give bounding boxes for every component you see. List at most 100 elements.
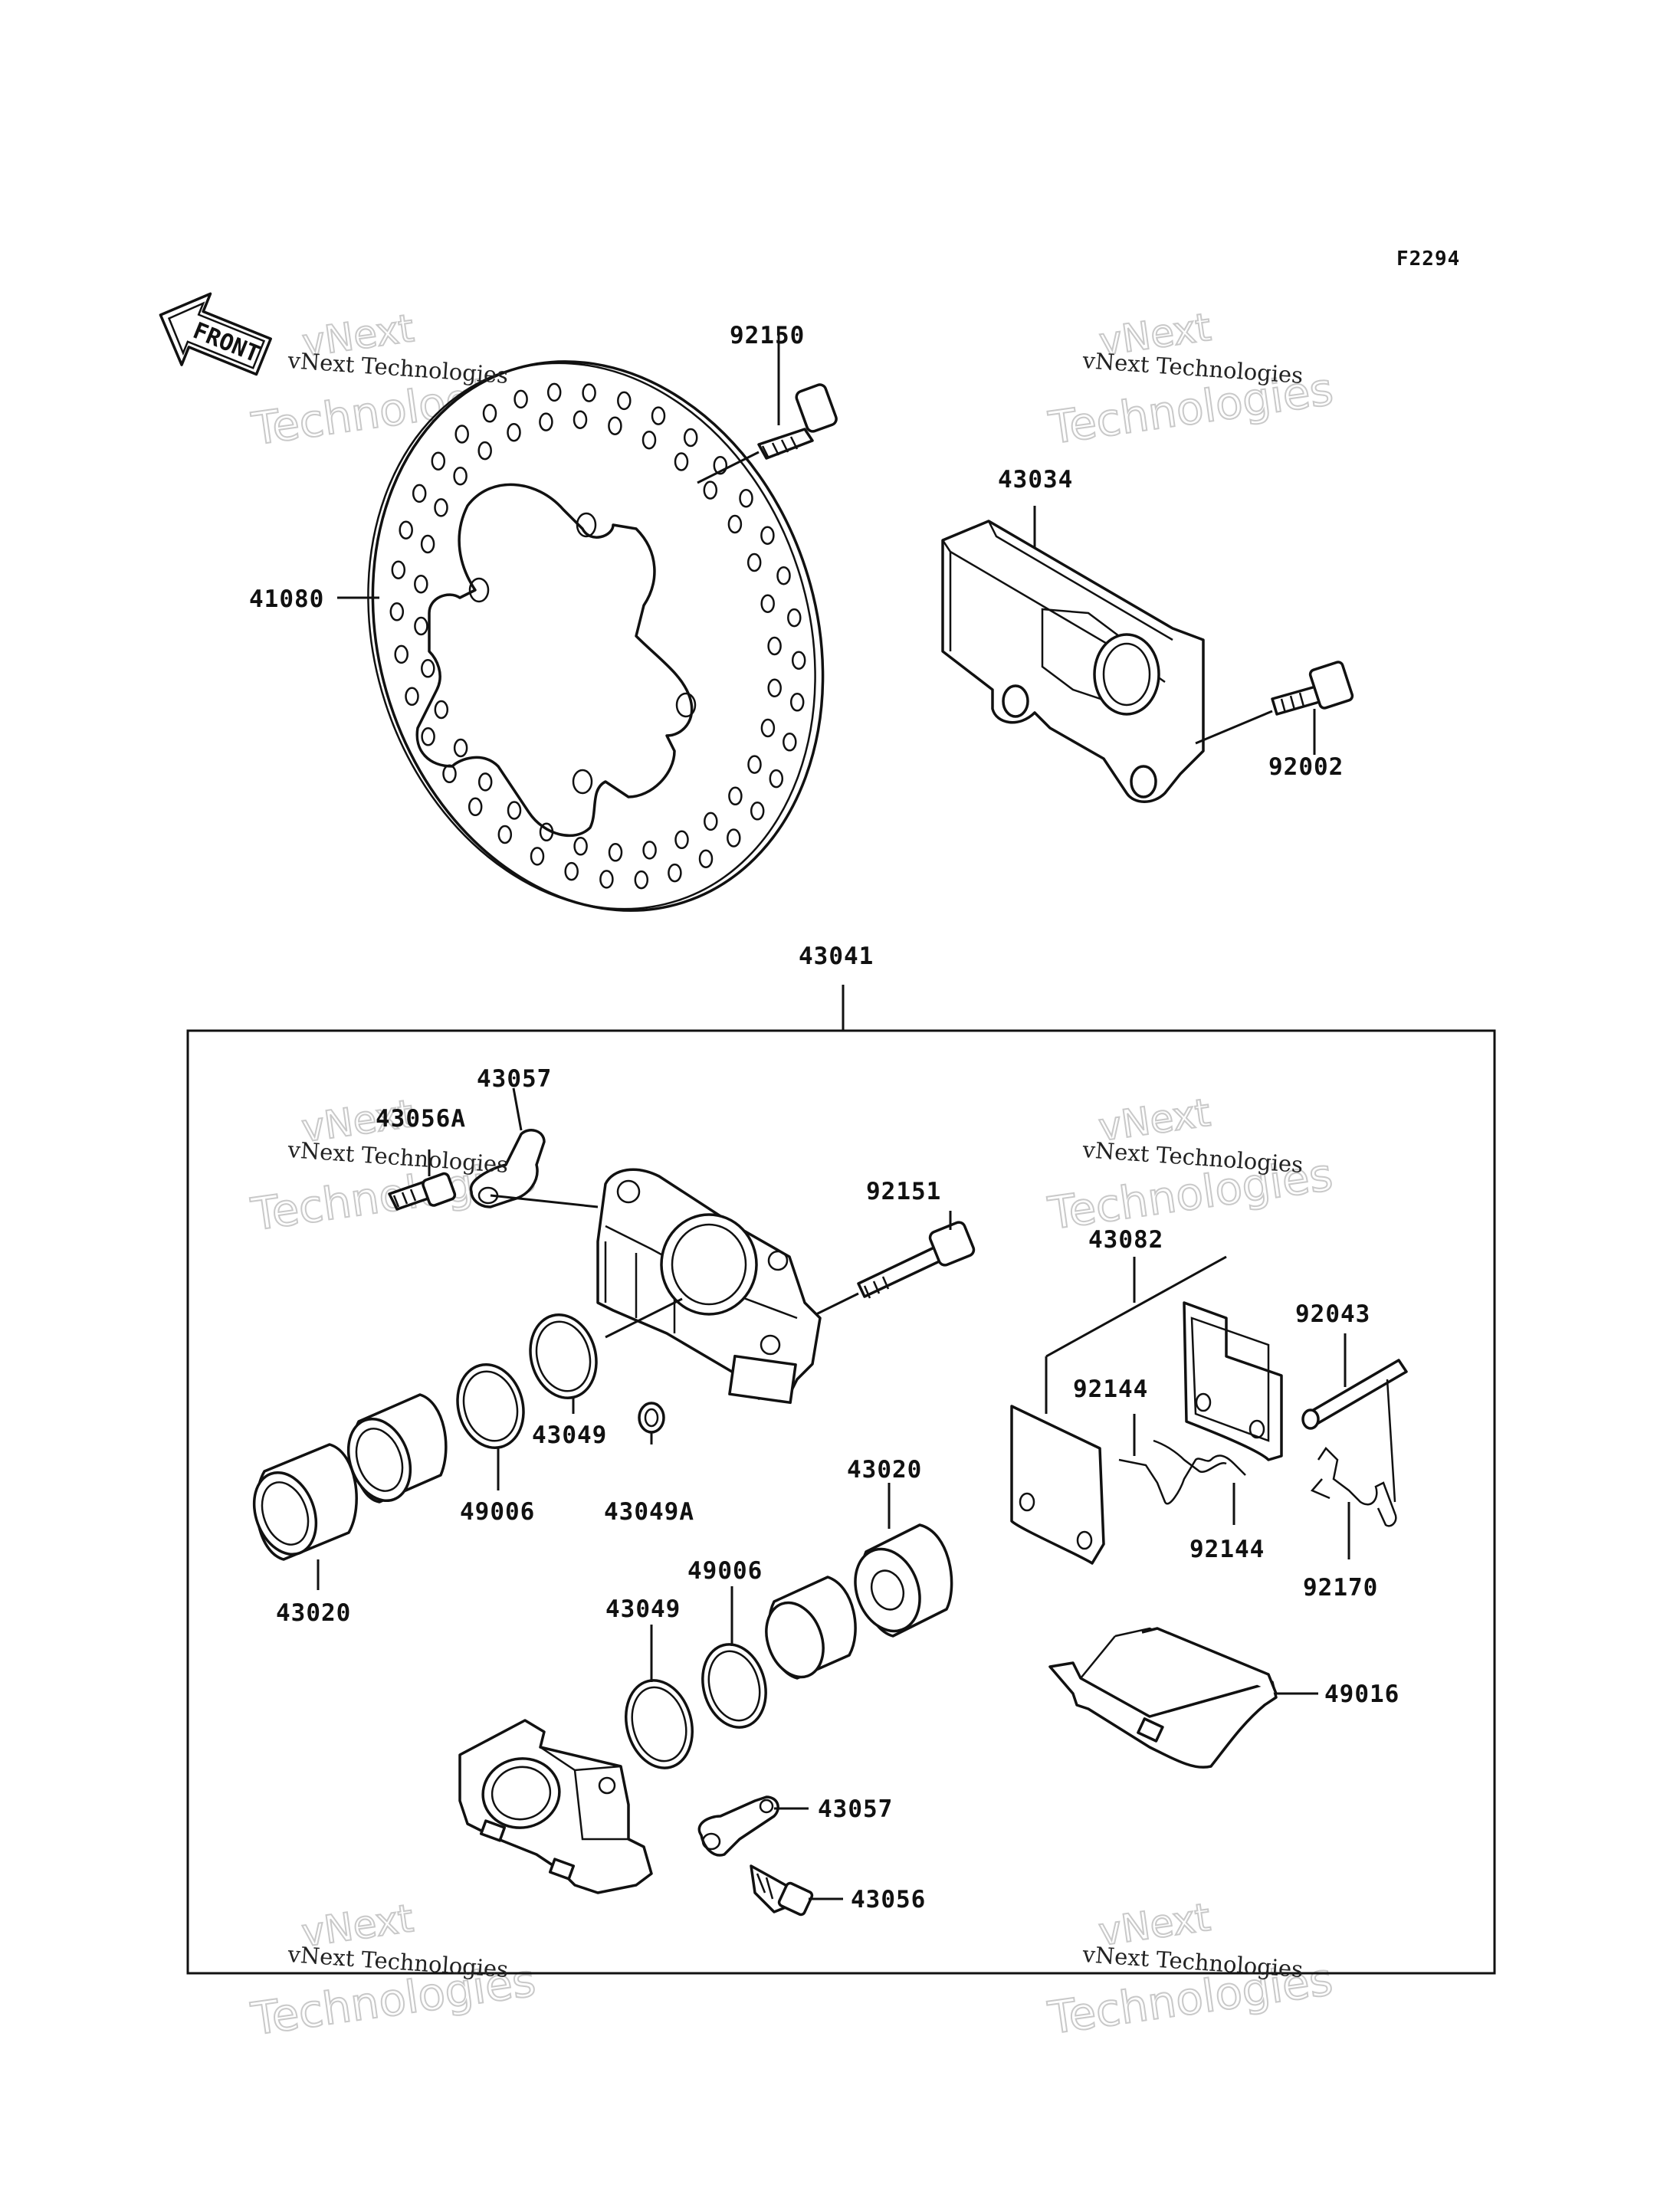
- disc-hole: [776, 566, 791, 585]
- disc-hole: [507, 801, 522, 820]
- brake-pads: [1010, 1255, 1283, 1565]
- disc-hole: [453, 466, 468, 486]
- piston-43020-lower-outer: [854, 1483, 953, 1638]
- disc-hole: [412, 484, 427, 503]
- disc-hole: [507, 422, 521, 442]
- disc-hole: [704, 812, 718, 831]
- disc-hole: [617, 391, 632, 411]
- disc-hole: [573, 410, 588, 429]
- disc-hole: [767, 636, 782, 656]
- disc-hole: [564, 861, 579, 881]
- disc-hole: [746, 553, 762, 572]
- label-92002: 92002: [1268, 753, 1344, 781]
- label-43049-upper: 43049: [532, 1421, 607, 1449]
- disc-hole: [477, 441, 492, 461]
- disc-hole: [747, 755, 762, 774]
- disc-hole: [434, 498, 448, 517]
- disc-hole: [582, 383, 596, 402]
- disc-hole: [713, 455, 728, 475]
- label-43049A: 43049A: [604, 1498, 694, 1526]
- disc-hole: [530, 847, 545, 866]
- disc-hole: [389, 602, 405, 621]
- piston-seal-43049-lower: [624, 1625, 694, 1769]
- disc-hole: [767, 678, 782, 698]
- disc-hole: [641, 430, 657, 450]
- disc-holes: [389, 382, 806, 890]
- brake-disc: [367, 360, 825, 912]
- disc-hole: [791, 651, 806, 670]
- label-43057-upper: 43057: [477, 1065, 552, 1093]
- disc-hole: [769, 769, 784, 789]
- label-43020-lower: 43020: [847, 1456, 922, 1484]
- disc-hole: [703, 480, 718, 500]
- disc-hole: [599, 870, 614, 889]
- disc-hole: [651, 406, 666, 425]
- label-92144-lower: 92144: [1189, 1536, 1265, 1563]
- disc-hole: [787, 608, 802, 628]
- caliper-body: [596, 1168, 822, 1405]
- pin-clip: [1310, 1379, 1397, 1559]
- disc-hole: [414, 616, 428, 636]
- figure-id: F2294: [1396, 248, 1460, 271]
- disc-hole: [442, 764, 457, 784]
- disc-hole: [546, 382, 562, 402]
- caliper-body-lower: [458, 1719, 653, 1894]
- disc-hole: [434, 700, 449, 720]
- piston-43020-upper-outer: [252, 1443, 358, 1590]
- disc-hole: [405, 687, 419, 707]
- disc-hole: [642, 841, 657, 860]
- label-49016: 49016: [1324, 1681, 1399, 1708]
- label-43057-lower: 43057: [818, 1795, 893, 1823]
- disc-hole: [698, 849, 714, 868]
- disc-hole: [608, 416, 622, 435]
- dust-seal-49006-lower: [701, 1586, 767, 1729]
- label-92170: 92170: [1303, 1574, 1378, 1602]
- disc-bolt: [697, 330, 838, 484]
- bleeder-valve-lower: [750, 1864, 843, 1917]
- disc-hole: [454, 425, 469, 444]
- disc-hole: [683, 428, 698, 448]
- disc-hole: [789, 693, 805, 712]
- disc-hole: [539, 822, 554, 842]
- disc-hole: [414, 574, 428, 594]
- label-92150: 92150: [730, 322, 805, 349]
- disc-hole: [453, 738, 468, 758]
- o-ring-43049A: [638, 1402, 665, 1444]
- disc-hole: [539, 412, 553, 431]
- pad-pin: [1301, 1333, 1408, 1430]
- label-49006-upper: 49006: [460, 1498, 535, 1526]
- label-43034: 43034: [998, 466, 1073, 494]
- disc-hole: [760, 526, 775, 545]
- disc-hole: [668, 863, 682, 883]
- disc-hole: [634, 870, 649, 890]
- label-92151: 92151: [866, 1178, 941, 1205]
- disc-hole: [514, 389, 528, 409]
- part-labels: 92150 41080 43034 92002 43041 43057 4305…: [249, 322, 1399, 1913]
- disc-hole: [750, 802, 765, 821]
- label-41080: 41080: [249, 585, 324, 613]
- piston-seal-43049-upper: [529, 1313, 598, 1414]
- disc-hole: [391, 560, 406, 579]
- disc-hole: [420, 534, 435, 554]
- piston-43020-lower-inner: [765, 1576, 857, 1680]
- label-92043: 92043: [1295, 1300, 1370, 1328]
- label-43056: 43056: [851, 1886, 926, 1913]
- disc-hole: [497, 825, 513, 844]
- disc-hole: [727, 828, 741, 848]
- bleeder-valve-upper: [388, 1149, 457, 1211]
- pad-spring: [1118, 1414, 1246, 1525]
- disc-hole: [674, 452, 689, 471]
- disc-hole: [421, 727, 435, 746]
- label-49006-lower: 49006: [687, 1557, 763, 1585]
- label-43041: 43041: [799, 943, 874, 970]
- caliper-assembly-box: [186, 1029, 1496, 1975]
- front-arrow-icon: FRONT: [159, 292, 272, 376]
- caliper-bolt: [815, 1211, 976, 1316]
- disc-hole: [482, 404, 497, 423]
- label-43020-upper: 43020: [276, 1599, 351, 1627]
- disc-hole: [468, 797, 483, 817]
- dust-seal-49006-upper: [456, 1363, 525, 1490]
- disc-hole: [608, 843, 623, 862]
